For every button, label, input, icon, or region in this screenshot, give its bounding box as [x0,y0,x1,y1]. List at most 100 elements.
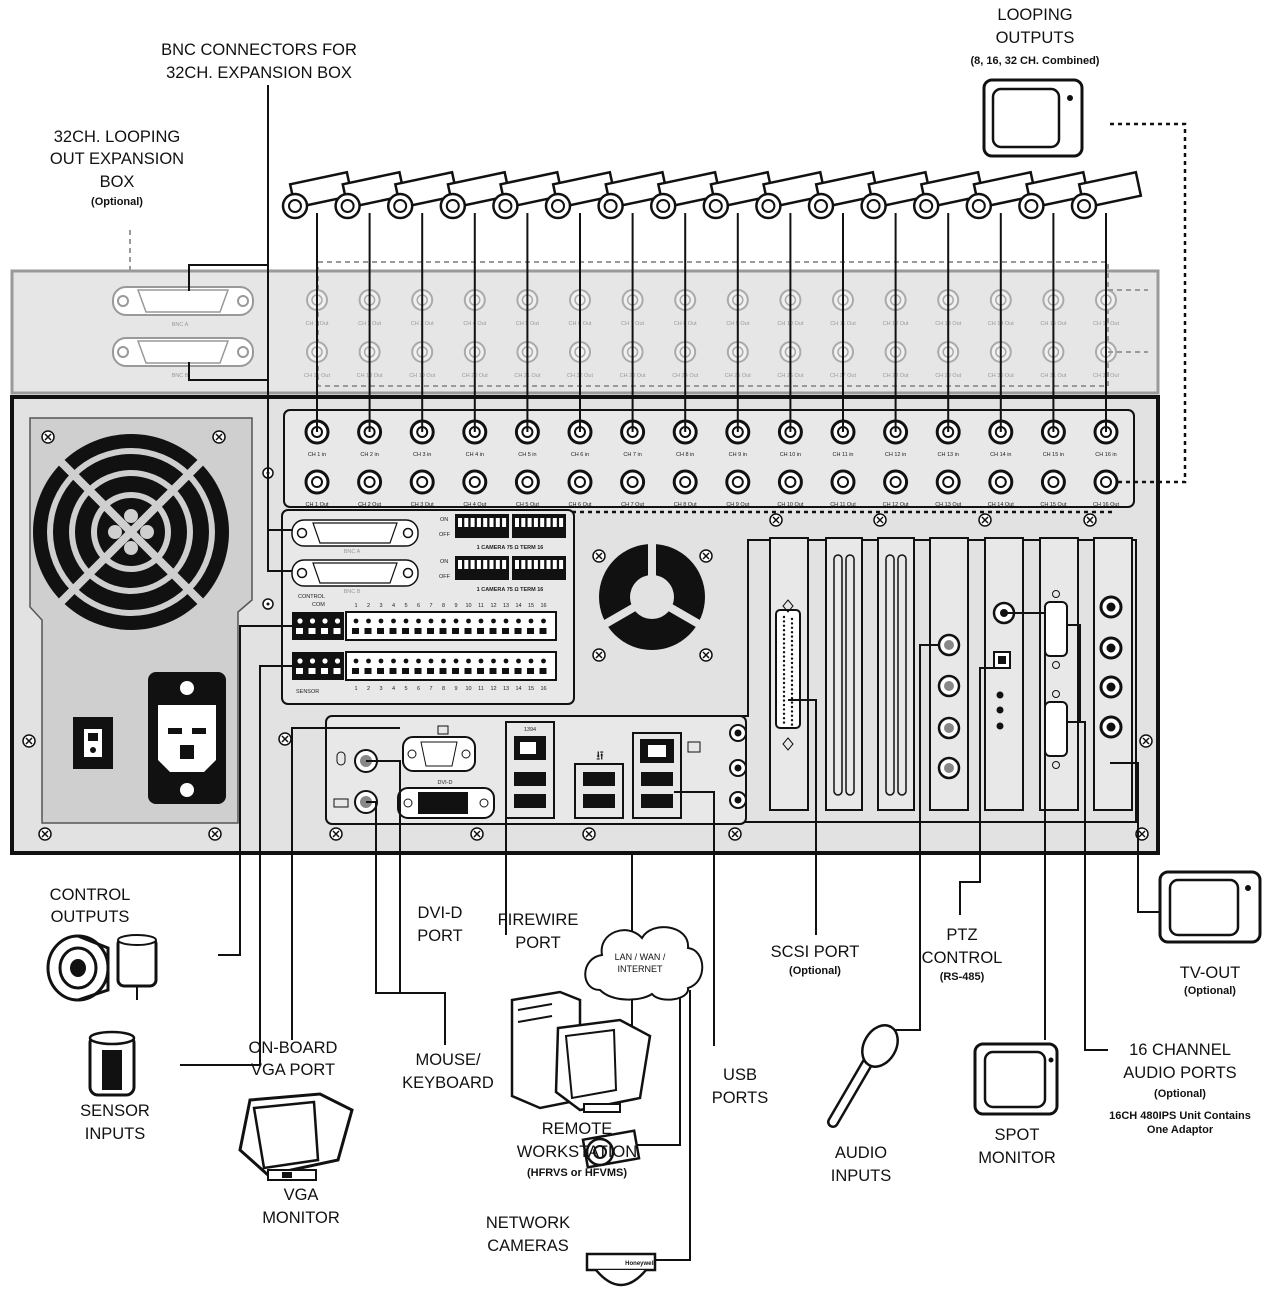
svg-text:DVI-D: DVI-D [418,904,463,922]
ch-in-label: CH 13 in [937,452,958,458]
svg-text:SCSI PORT: SCSI PORT [771,943,860,961]
svg-text:LOOPING: LOOPING [997,6,1072,24]
network-symbol-icon [687,741,701,753]
usb-port-4 [583,794,615,808]
dip-switch-bank-1b [512,514,566,538]
ch-out-label: CH 5 Out [516,502,539,508]
terminal-number-bottom: 8 [442,686,445,692]
screw-icon [592,549,606,563]
screw-icon [278,732,292,746]
usb-symbol-icon: ⭿ [596,749,604,763]
svg-text:CONTROL: CONTROL [922,949,1003,967]
sensor-com-block [292,652,344,680]
svg-text:OUTPUTS: OUTPUTS [51,908,130,926]
ch-out-connector: CH 12 Out [883,469,909,508]
screw-icon [38,827,52,841]
line-in-jack-icon [729,759,747,777]
remote-workstation-label: REMOTE WORKSTATION (HFRVS or HFVMS) [517,1120,637,1179]
connection-lines [129,85,1187,1261]
control-output-siren-icon [46,934,158,1002]
control-label: CONTROL [298,594,325,600]
terminal-number-top: 15 [528,603,534,609]
svg-text:USB: USB [723,1066,757,1084]
terminal-number-top: 4 [392,603,395,609]
svg-text:PTZ: PTZ [946,926,977,944]
tv-out-monitor-icon [1158,870,1262,944]
terminal-number-top: 8 [442,603,445,609]
ch-in-label: CH 2 in [360,452,378,458]
screw-icon [699,549,713,563]
mic-jack-icon [729,791,747,809]
vga-port-icon [402,725,476,772]
svg-text:MOUSE/: MOUSE/ [415,1051,481,1069]
svg-text:One Adaptor: One Adaptor [1147,1124,1214,1136]
ch-out-label: CH 6 Out [569,502,592,508]
svg-text:VGA: VGA [284,1186,319,1204]
camera-icon [334,170,406,432]
analog-cameras [281,170,1143,432]
panel-bnc-b-label: BNC B [344,589,361,595]
bnc-a-label: BNC A [172,322,189,328]
ch-out-connector: CH 3 Out [409,469,435,508]
screw-icon [208,827,222,841]
power-switch [73,717,113,769]
screw-icon [470,827,484,841]
firewire-label: 1394 [524,727,536,733]
ch-out-connector: CH 10 Out [777,469,804,508]
ch-out-label: CH 16 Out [1093,502,1119,508]
svg-text:LAN / WAN /: LAN / WAN / [615,952,666,962]
ch-out-label: CH 13 Out [935,502,961,508]
terminal-number-bottom: 11 [478,686,484,692]
terminal-number-bottom: 2 [367,686,370,692]
terminal-number-top: 6 [417,603,420,609]
screw-icon [873,513,887,527]
dip-row-label-1: 1 CAMERA 75 Ω TERM 16 [477,545,544,551]
line-out-jack-icon [729,724,747,742]
ch-in-label: CH 7 in [623,452,641,458]
ch-in-label: CH 6 in [571,452,589,458]
svg-text:(HFRVS or HFVMS): (HFRVS or HFVMS) [527,1167,627,1179]
dip-switch-bank-1a [455,514,509,538]
bnc-b-label: BNC B [172,373,189,379]
panel-bnc-a-label: BNC A [344,549,361,555]
svg-text:BNC CONNECTORS FOR: BNC CONNECTORS FOR [161,41,357,59]
dvi-label: DVI-D [438,780,453,786]
audio-inputs-label: AUDIO INPUTS [831,1144,892,1185]
screw-icon [728,827,742,841]
svg-text:KEYBOARD: KEYBOARD [402,1074,494,1092]
dip-off-label-2: OFF [439,574,451,580]
dip-switch-bank-2b [512,556,566,580]
network-camera-icon [581,1129,641,1169]
ch-out-connector: CH 7 Out [620,469,646,508]
ch-out-label: CH 11 Out [830,502,856,508]
terminal-number-bottom: 12 [490,686,496,692]
svg-text:MONITOR: MONITOR [978,1149,1056,1167]
svg-text:CONTROL: CONTROL [50,886,131,904]
looping-outputs-monitor-icon [982,78,1084,158]
svg-text:REMOTE: REMOTE [542,1120,613,1138]
svg-text:VGA PORT: VGA PORT [251,1061,335,1079]
terminal-number-bottom: 3 [379,686,382,692]
terminal-number-bottom: 15 [528,686,534,692]
ch-out-connector: CH 6 Out [567,469,593,508]
onboard-vga-label: ON-BOARD VGA PORT [249,1039,338,1079]
svg-text:AUDIO: AUDIO [835,1144,887,1162]
usb-port-2 [514,794,546,808]
svg-text:(RS-485): (RS-485) [940,971,985,983]
audio-output-card [1093,537,1133,811]
svg-text:FIREWIRE: FIREWIRE [498,911,579,929]
ch-out-label: CH 3 Out [411,502,434,508]
svg-text:INTERNET: INTERNET [618,964,664,974]
terminal-number-bottom: 1 [354,686,357,692]
svg-text:INPUTS: INPUTS [831,1167,892,1185]
terminal-number-top: 14 [515,603,521,609]
audio-port-jacks [1099,595,1123,739]
ch-in-label: CH 8 in [676,452,694,458]
usb-port-3 [583,772,615,786]
ch-out-label: CH 14 Out [988,502,1014,508]
ch-out-connector: CH 13 Out [935,469,962,508]
ch-out-connector: CH 15 Out [1040,469,1067,508]
spot-monitor-card [984,537,1024,811]
screw-icon [769,513,783,527]
